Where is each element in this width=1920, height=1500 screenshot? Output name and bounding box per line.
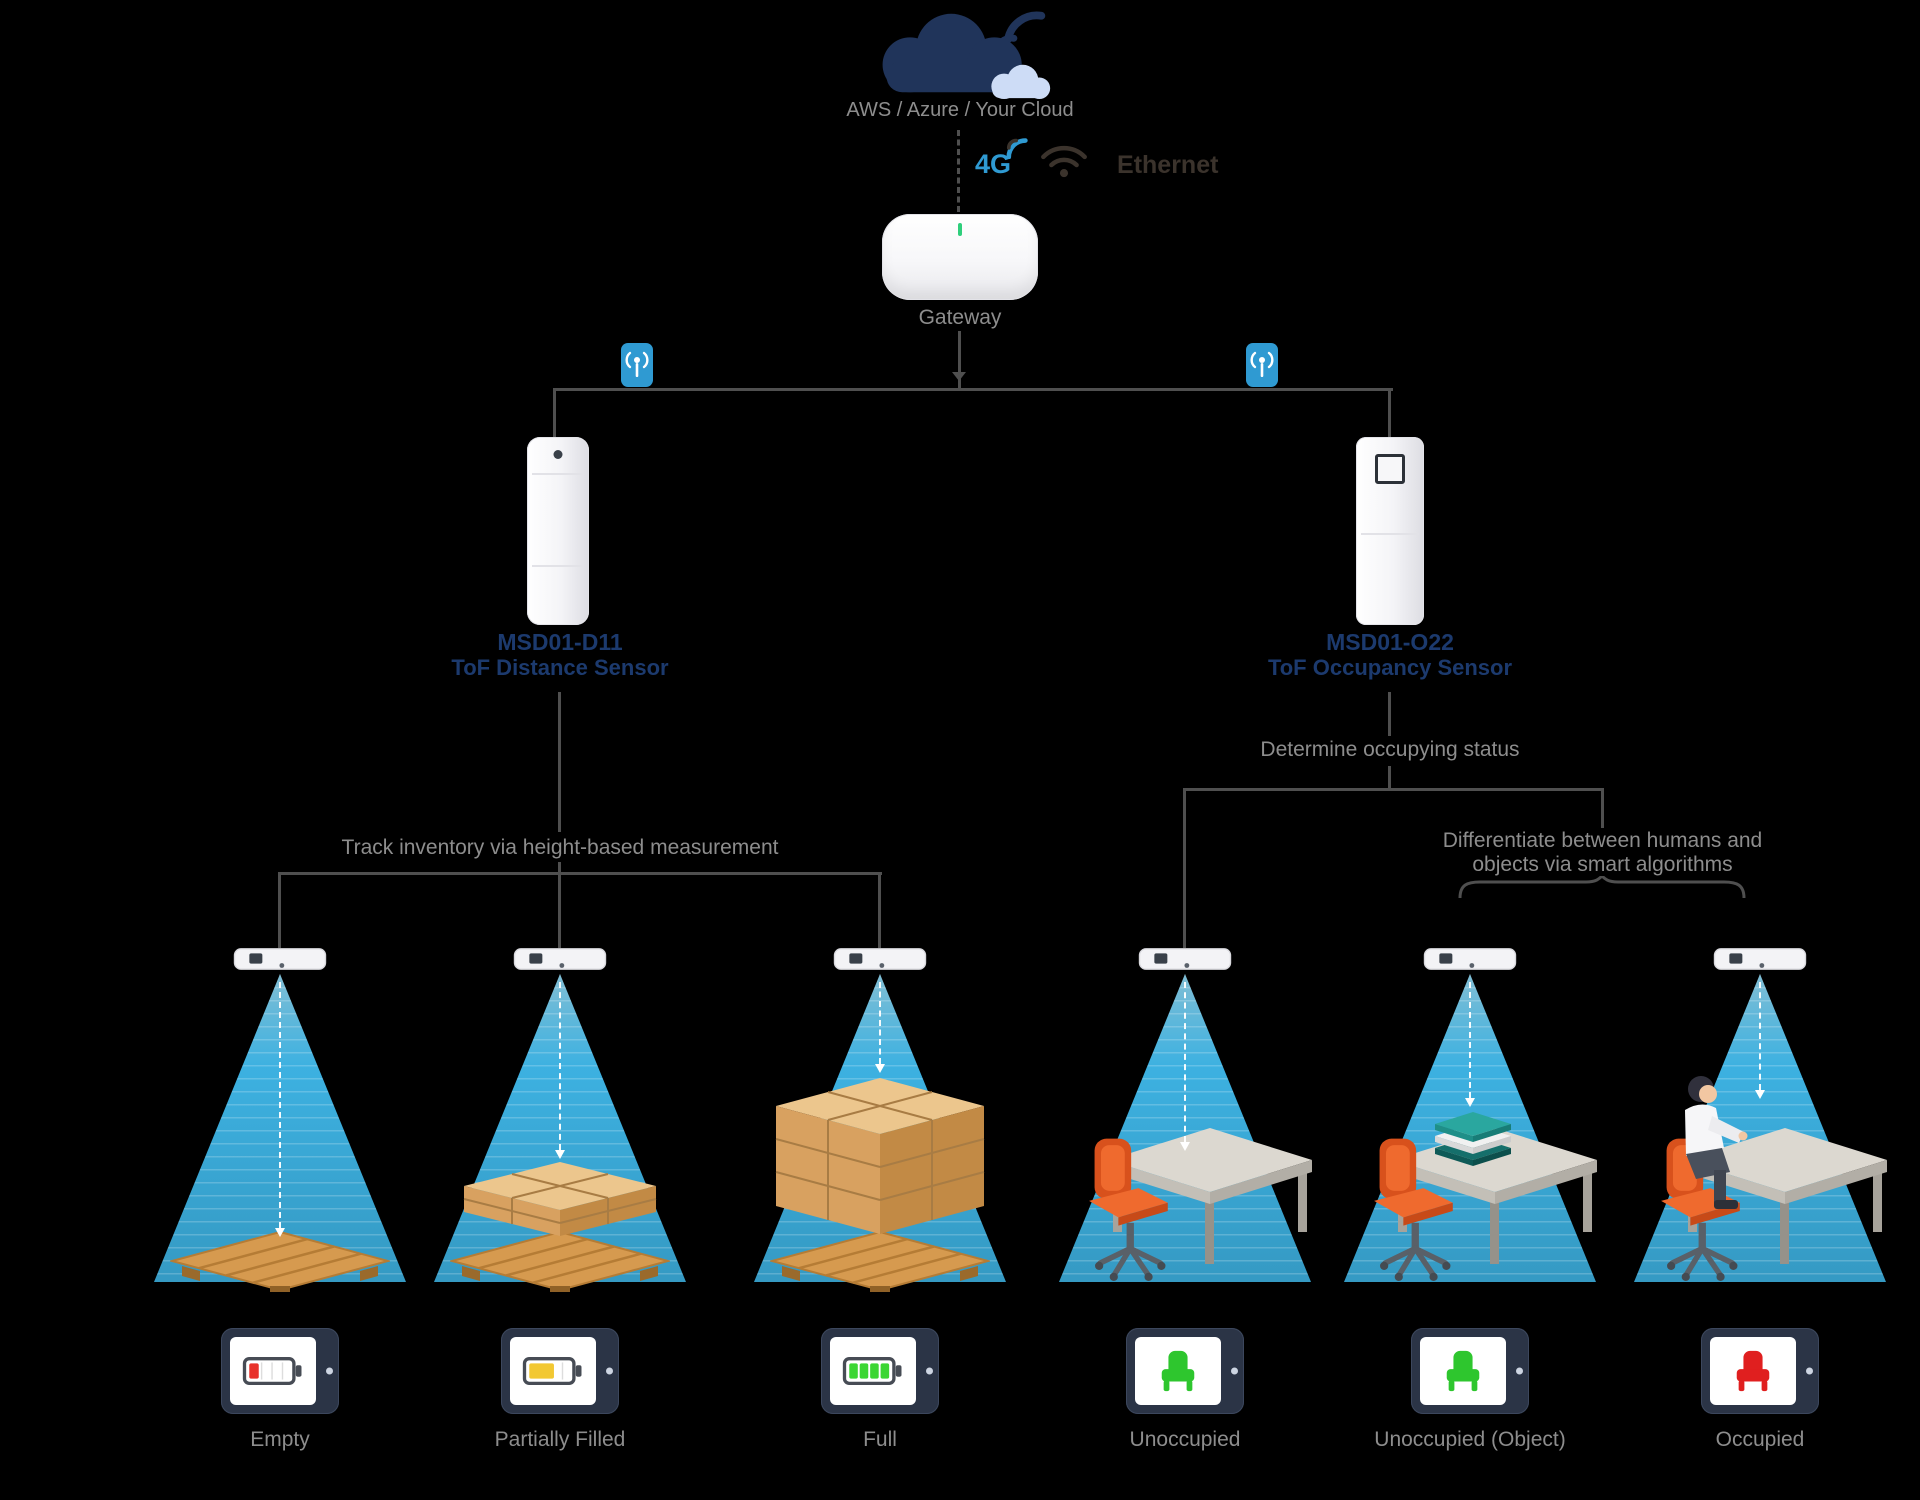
measurement-arrow [1465,1098,1475,1107]
tablet-indicator [1701,1328,1819,1414]
cellular-4g-item: 4G [975,151,1011,178]
cellular-signal-icon [1005,135,1031,159]
sensor-lens [553,450,563,459]
branch-line [555,388,1393,391]
tablet-indicator [221,1328,339,1414]
cloud-icon [845,4,1075,102]
gateway-trunk-line [958,331,961,388]
occupancy-annotation-2-line1: Differentiate between humans and [1442,829,1763,852]
pallet-illustration [450,1230,670,1292]
tablet-button [1231,1367,1238,1375]
tablet-button [606,1367,613,1375]
gateway-led [958,223,962,236]
tablet-button [326,1367,333,1375]
occupancy-sensor-device [1356,437,1424,625]
measurement-line [1759,982,1761,1090]
scene-drop-line [878,872,881,948]
right-branch-drop-line [1388,388,1391,438]
distance-sensor-line [558,692,561,832]
measurement-arrow [275,1228,285,1237]
chair-green-icon [1155,1349,1201,1393]
left-scenes-branch-line [278,872,882,875]
occupancy-sensor-name: ToF Occupancy Sensor [1267,655,1513,680]
antenna-icon [1250,349,1274,381]
cellular-4g-label: 4G [975,149,1012,179]
books-illustration [1428,1106,1518,1168]
measurement-arrow [1180,1142,1190,1151]
occupancy-sensor-line [1388,692,1391,736]
sensor-window [1375,454,1405,484]
occupancy-sensor-line2 [1388,766,1391,790]
tablet-button [926,1367,933,1375]
chair-red-icon [1730,1349,1776,1393]
ceiling-sensor-icon [1137,946,1233,972]
ethernet-label: Ethernet [1117,151,1219,179]
gateway-device [882,214,1038,300]
distance-sensor-name: ToF Distance Sensor [451,655,669,680]
scene-label: Unoccupied (Object) [1374,1428,1566,1451]
measurement-line [1469,982,1471,1098]
right-scenes-branch-line [1183,788,1603,791]
sensor-seam [531,565,585,567]
measurement-line [1184,982,1186,1142]
person-illustration [1652,1072,1762,1222]
box-stack-illustration [770,1072,990,1242]
measurement-arrow [875,1064,885,1073]
chair-green-icon [1440,1349,1486,1393]
tablet-indicator [821,1328,939,1414]
measurement-line [279,982,281,1228]
ceiling-sensor-icon [832,946,928,972]
occupancy-annotation-1: Determine occupying status [1260,738,1520,761]
gateway-label: Gateway [918,306,1002,329]
scene-label: Full [863,1428,897,1451]
scene-label: Occupied [1715,1428,1805,1451]
distance-sensor-line2 [558,862,561,872]
scene-drop-line [558,872,561,948]
measurement-line [879,982,881,1064]
ceiling-sensor-icon [1712,946,1808,972]
wifi-icon [1037,134,1091,178]
tablet-indicator [501,1328,619,1414]
occupancy-annotation-2-line2: objects via smart algorithms [1472,853,1733,876]
measurement-arrow [1755,1090,1765,1099]
sensor-seam [1361,533,1419,535]
measurement-line [559,982,561,1150]
scene-drop-line [1183,788,1186,948]
scene-label: Unoccupied [1129,1428,1241,1451]
lora-badge-right [1246,343,1278,387]
scene-label: Empty [250,1428,310,1451]
connectivity-options: 4G Ethernet [975,128,1218,178]
measurement-arrow [555,1150,565,1159]
tablet-button [1806,1367,1813,1375]
lora-badge-left [621,343,653,387]
distance-sensor-model: MSD01-D11 [497,629,623,655]
battery-half-icon [522,1352,584,1390]
ceiling-sensor-icon [1422,946,1518,972]
annotation-brace [1458,876,1746,899]
annotation-drop-line [1601,788,1604,828]
tablet-button [1516,1367,1523,1375]
battery-low-icon [242,1352,304,1390]
sensor-seam [531,473,585,475]
pallet-illustration [170,1230,390,1292]
distance-sensor-device [527,437,589,625]
ceiling-sensor-icon [232,946,328,972]
cloud-gateway-link-line [957,130,960,212]
left-branch-drop-line [553,388,556,438]
occupancy-sensor-model: MSD01-O22 [1326,629,1454,655]
ceiling-sensor-icon [512,946,608,972]
tablet-indicator [1126,1328,1244,1414]
trunk-arrow [952,372,966,381]
box-stack-illustration [460,1158,660,1238]
antenna-icon [625,349,649,381]
battery-full-icon [842,1352,904,1390]
scene-drop-line [278,872,281,948]
chair-illustration [1078,1135,1188,1286]
scene-label: Partially Filled [494,1428,626,1451]
tablet-indicator [1411,1328,1529,1414]
cloud-label: AWS / Azure / Your Cloud [846,99,1074,121]
distance-annotation: Track inventory via height-based measure… [341,836,779,859]
